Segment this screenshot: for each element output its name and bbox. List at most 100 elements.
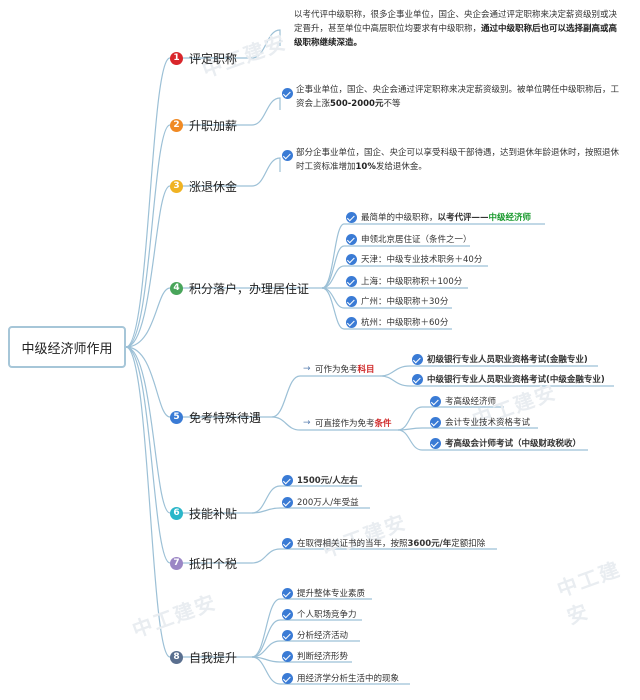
branch-label-2: 升职加薪 <box>189 118 238 133</box>
check-icon <box>282 150 293 161</box>
leaf-emphasis: 以考代评—— <box>437 213 489 223</box>
branch-2-description: 企事业单位，国企、央企会通过评定职称来决定薪资级别。被单位聘任中级职称后，工 资… <box>296 83 636 111</box>
leaf-b4-4: 上海：中级职称积＋100分 <box>361 277 463 287</box>
number-badge-6: 6 <box>170 506 183 520</box>
root-label: 中级经济师作用 <box>21 341 113 357</box>
desc-emphasis: 级职称继续深造。 <box>294 38 363 48</box>
branch-1: 1 评定职称 <box>170 46 237 70</box>
leaf-b4-3: 天津：中级专业技术职务＋40分 <box>361 255 483 265</box>
leaf-text: 可作为免考 <box>315 365 358 375</box>
check-icon <box>430 438 441 449</box>
leaf-b5-b2: 会计专业技术资格考试 <box>445 418 531 428</box>
leaf-text: 在取得相关证书的当年，按照 <box>297 539 408 549</box>
branch-6: 6 技能补贴 <box>170 501 237 525</box>
leaf-b8-3: 分析经济活动 <box>297 631 349 641</box>
leaf-emphasis: 中级银行专业人员职业资格考试(中级金融专业) <box>427 375 605 385</box>
leaf-b4-1: 最简单的中级职称，以考代评——中级经济师 <box>361 212 531 224</box>
number-badge-2: 2 <box>170 118 183 132</box>
desc-line: 企事业单位，国企、央企会通过评定职称来决定薪资级别。被单位聘任中级职称后，工 <box>296 85 620 95</box>
desc-text: 发给退休金。 <box>375 162 427 172</box>
arrow-right-icon: → <box>303 364 311 374</box>
check-icon <box>282 475 293 486</box>
leaf-text: 定额扣除 <box>451 539 486 549</box>
leaf-b8-1: 提升整体专业素质 <box>297 589 366 599</box>
root-node: 中级经济师作用 <box>8 326 126 368</box>
leaf-emphasis: 3600元/年 <box>407 539 452 549</box>
check-icon <box>412 374 423 385</box>
desc-line: 时工资标准增加10%发给退休金。 <box>296 160 636 174</box>
desc-emphasis: 通过中级职称后也可以选择副高或高 <box>481 24 618 34</box>
branch-label-3: 涨退休金 <box>189 179 238 194</box>
number-badge-4: 4 <box>170 281 183 295</box>
leaf-emphasis: 科目 <box>357 365 375 375</box>
leaf-b4-5: 广州：中级职称＋30分 <box>361 297 449 307</box>
leaf-b5-a1: 初级银行专业人员职业资格考试(金融专业) <box>427 354 588 366</box>
sub-branch-exempt-subject: 可作为免考科目 <box>315 364 375 376</box>
branch-3: 3 涨退休金 <box>170 174 237 198</box>
branch-5: 5 免考特殊待遇 <box>170 405 261 429</box>
check-icon <box>282 497 293 508</box>
check-icon <box>430 396 441 407</box>
check-icon <box>282 609 293 620</box>
leaf-emphasis: 考高级会计师考试（中级财政税收） <box>445 439 582 449</box>
branch-7: 7 抵扣个税 <box>170 551 237 575</box>
check-icon <box>282 88 293 99</box>
check-icon <box>346 254 357 265</box>
check-icon <box>346 212 357 223</box>
leaf-b6-1: 1500元/人左右 <box>297 475 358 487</box>
branch-2: 2 升职加薪 <box>170 113 237 137</box>
desc-text: 定晋升，甚至单位中高层职位均要求有中级职称， <box>294 24 482 34</box>
check-icon <box>346 276 357 287</box>
leaf-text: 最简单的中级职称， <box>361 213 438 223</box>
branch-8: 8 自我提升 <box>170 645 237 669</box>
leaf-b8-5: 用经济学分析生活中的现象 <box>297 674 400 684</box>
branch-label-8: 自我提升 <box>189 650 238 665</box>
leaf-highlight: 中级经济师 <box>488 213 532 223</box>
desc-text: 资会上涨 <box>296 99 331 109</box>
branch-label-5: 免考特殊待遇 <box>189 410 262 425</box>
check-icon <box>282 651 293 662</box>
branch-label-4: 积分落户，办理居住证 <box>189 281 310 296</box>
sub-branch-exempt-condition: 可直接作为免考条件 <box>315 418 392 430</box>
desc-text: 不等 <box>383 99 401 109</box>
check-icon <box>346 234 357 245</box>
check-icon <box>346 296 357 307</box>
leaf-emphasis: 1500元/人左右 <box>297 476 358 486</box>
leaf-b4-6: 杭州：中级职称＋60分 <box>361 318 449 328</box>
check-icon <box>430 417 441 428</box>
leaf-b8-4: 判断经济形势 <box>297 652 349 662</box>
number-badge-8: 8 <box>170 650 183 664</box>
branch-3-description: 部分企事业单位，国企、央企可以享受科级干部待遇，达到退休年龄退休时，按照退休 时… <box>296 146 636 174</box>
desc-line: 部分企事业单位，国企、央企可以享受科级干部待遇，达到退休年龄退休时，按照退休 <box>296 148 620 158</box>
number-badge-3: 3 <box>170 179 183 193</box>
desc-emphasis: 10% <box>355 162 376 172</box>
leaf-b5-b1: 考高级经济师 <box>445 397 497 407</box>
check-icon <box>282 538 293 549</box>
leaf-b6-2: 200万人/年受益 <box>297 498 359 508</box>
leaf-b4-2: 申领北京居住证（条件之一） <box>361 235 472 245</box>
number-badge-5: 5 <box>170 410 183 424</box>
number-badge-7: 7 <box>170 556 183 570</box>
number-badge-1: 1 <box>170 51 183 65</box>
branch-4: 4 积分落户，办理居住证 <box>170 276 309 300</box>
leaf-emphasis: 初级银行专业人员职业资格考试(金融专业) <box>427 355 588 365</box>
check-icon <box>282 630 293 641</box>
desc-line: 级职称继续深造。 <box>294 36 634 50</box>
desc-emphasis: 500-2000元 <box>330 99 384 109</box>
arrow-right-icon: → <box>303 418 311 428</box>
leaf-b5-a2: 中级银行专业人员职业资格考试(中级金融专业) <box>427 374 605 386</box>
desc-line: 定晋升，甚至单位中高层职位均要求有中级职称，通过中级职称后也可以选择副高或高 <box>294 22 634 36</box>
leaf-text: 可直接作为免考 <box>315 419 375 429</box>
desc-line: 资会上涨500-2000元不等 <box>296 97 636 111</box>
leaf-emphasis: 条件 <box>374 419 392 429</box>
branch-label-6: 技能补贴 <box>189 506 238 521</box>
branch-label-7: 抵扣个税 <box>189 556 238 571</box>
check-icon <box>412 354 423 365</box>
leaf-b7-1: 在取得相关证书的当年，按照3600元/年定额扣除 <box>297 538 485 550</box>
check-icon <box>346 317 357 328</box>
leaf-b5-b3: 考高级会计师考试（中级财政税收） <box>445 438 581 450</box>
desc-line: 以考代评中级职称，很多企事业单位，国企、央企会通过评定职称来决定薪资级别或决 <box>294 10 618 20</box>
check-icon <box>282 673 293 684</box>
desc-text: 时工资标准增加 <box>296 162 356 172</box>
